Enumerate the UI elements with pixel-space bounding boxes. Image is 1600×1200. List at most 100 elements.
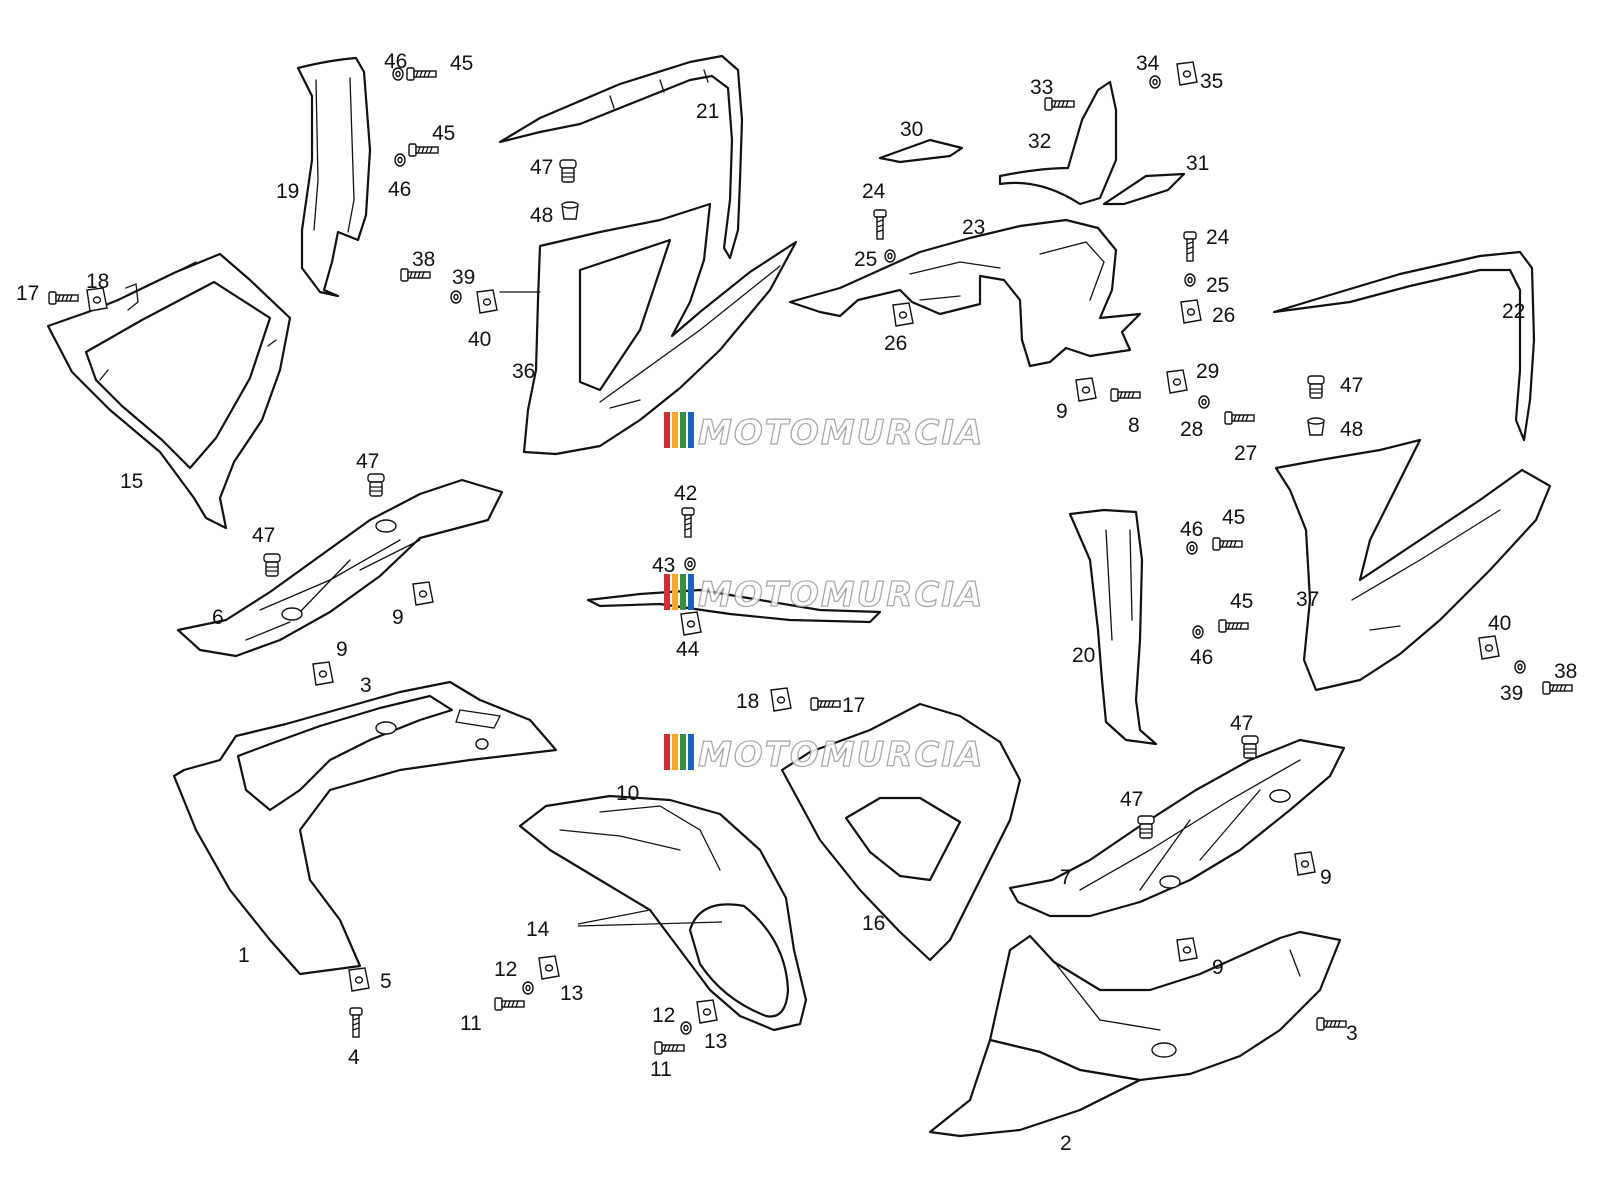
callout-47: 47: [252, 524, 275, 547]
callout-39: 39: [452, 266, 475, 289]
part-6-floor-panel-left: [176, 478, 504, 658]
callout-47: 47: [1340, 374, 1363, 397]
part-20-inner-leg-panel-right: [1068, 508, 1158, 746]
callout-13: 13: [560, 982, 583, 1005]
callout-8: 8: [1128, 414, 1140, 437]
watermark: MOTOMURCIA: [664, 412, 984, 454]
callout-47: 47: [530, 156, 553, 179]
callout-5: 5: [380, 970, 392, 993]
part-16-front-lower-cover: [780, 702, 1022, 962]
watermark-text: MOTOMURCIA: [698, 735, 984, 775]
watermark: MOTOMURCIA: [664, 574, 984, 616]
callout-17: 17: [842, 694, 865, 717]
callout-1: 1: [238, 944, 250, 967]
part-37-side-panel-right: [1274, 438, 1552, 692]
callout-40: 40: [468, 328, 491, 351]
callouts: 1 2 3 3 4 5 6 7 8 9 9 9 9 9 10 11 11 12 …: [16, 50, 1577, 1155]
callout-23: 23: [962, 216, 985, 239]
callout-22: 22: [1502, 300, 1525, 323]
callout-9: 9: [1212, 956, 1224, 979]
callout-9: 9: [1056, 400, 1068, 423]
callout-36: 36: [512, 360, 535, 383]
callout-25: 25: [854, 248, 877, 271]
callout-47: 47: [356, 450, 379, 473]
callout-45: 45: [1230, 590, 1253, 613]
callout-11: 11: [650, 1058, 672, 1081]
callout-14: 14: [526, 918, 550, 941]
callout-46: 46: [384, 50, 407, 73]
part-19-inner-leg-panel-left: [296, 56, 372, 298]
part-15-inner-frame-left: [46, 252, 292, 530]
callout-30: 30: [900, 118, 923, 141]
callout-3: 3: [1346, 1022, 1358, 1045]
callout-4: 4: [348, 1046, 360, 1069]
part-1-lower-fairing-left: [172, 680, 558, 976]
callout-19: 19: [276, 180, 299, 203]
part-23-front-inner-shield: [788, 218, 1142, 368]
callout-26: 26: [884, 332, 907, 355]
callout-34: 34: [1136, 52, 1160, 75]
callout-2: 2: [1060, 1132, 1072, 1155]
part-30-small-cover: [878, 138, 964, 164]
callout-45: 45: [432, 122, 455, 145]
part-22-upper-rail-right: [1272, 250, 1536, 442]
watermark-text: MOTOMURCIA: [698, 413, 984, 453]
callout-11: 11: [460, 1012, 482, 1035]
callout-42: 42: [674, 482, 697, 505]
callout-3: 3: [360, 674, 372, 697]
callout-37: 37: [1296, 588, 1319, 611]
callout-40: 40: [1488, 612, 1511, 635]
callout-47: 47: [1230, 712, 1253, 735]
callout-39: 39: [1500, 682, 1523, 705]
callout-46: 46: [1180, 518, 1203, 541]
callout-9: 9: [392, 606, 404, 629]
callout-13: 13: [704, 1030, 727, 1053]
callout-24: 24: [1206, 226, 1230, 249]
watermark: MOTOMURCIA: [664, 734, 984, 776]
part-10-centre-tunnel: [518, 794, 808, 1032]
part-32-top-cover: [998, 80, 1118, 206]
callout-16: 16: [862, 912, 885, 935]
callout-17: 17: [16, 282, 39, 305]
callout-20: 20: [1072, 644, 1095, 667]
callout-18: 18: [86, 270, 109, 293]
callout-46: 46: [388, 178, 411, 201]
callout-29: 29: [1196, 360, 1219, 383]
callout-24: 24: [862, 180, 886, 203]
callout-7: 7: [1060, 866, 1072, 889]
callout-45: 45: [450, 52, 473, 75]
callout-33: 33: [1030, 76, 1053, 99]
callout-46: 46: [1190, 646, 1213, 669]
callout-12: 12: [652, 1004, 675, 1027]
callout-48: 48: [530, 204, 553, 227]
callout-25: 25: [1206, 274, 1229, 297]
part-2-lower-fairing-right: [928, 930, 1342, 1138]
callout-32: 32: [1028, 130, 1051, 153]
part-7-floor-panel-right: [1008, 738, 1346, 918]
callout-28: 28: [1180, 418, 1203, 441]
callout-26: 26: [1212, 304, 1235, 327]
callout-43: 43: [652, 554, 675, 577]
callout-38: 38: [1554, 660, 1577, 683]
callout-48: 48: [1340, 418, 1363, 441]
part-31-small-cover: [1102, 172, 1186, 206]
callout-44: 44: [676, 638, 700, 661]
callout-9: 9: [1320, 866, 1332, 889]
callout-27: 27: [1234, 442, 1257, 465]
part-21-upper-rail-left: [498, 54, 744, 260]
callout-6: 6: [212, 606, 224, 629]
callout-31: 31: [1186, 152, 1209, 175]
callout-10: 10: [616, 782, 639, 805]
callout-35: 35: [1200, 70, 1223, 93]
callout-21: 21: [696, 100, 719, 123]
callout-9: 9: [336, 638, 348, 661]
watermark-text: MOTOMURCIA: [698, 575, 984, 615]
callout-45: 45: [1222, 506, 1245, 529]
callout-47: 47: [1120, 788, 1143, 811]
part-36-side-panel-left: [499, 202, 798, 456]
callout-18: 18: [736, 690, 759, 713]
callout-38: 38: [412, 248, 435, 271]
callout-15: 15: [120, 470, 143, 493]
callout-12: 12: [494, 958, 517, 981]
